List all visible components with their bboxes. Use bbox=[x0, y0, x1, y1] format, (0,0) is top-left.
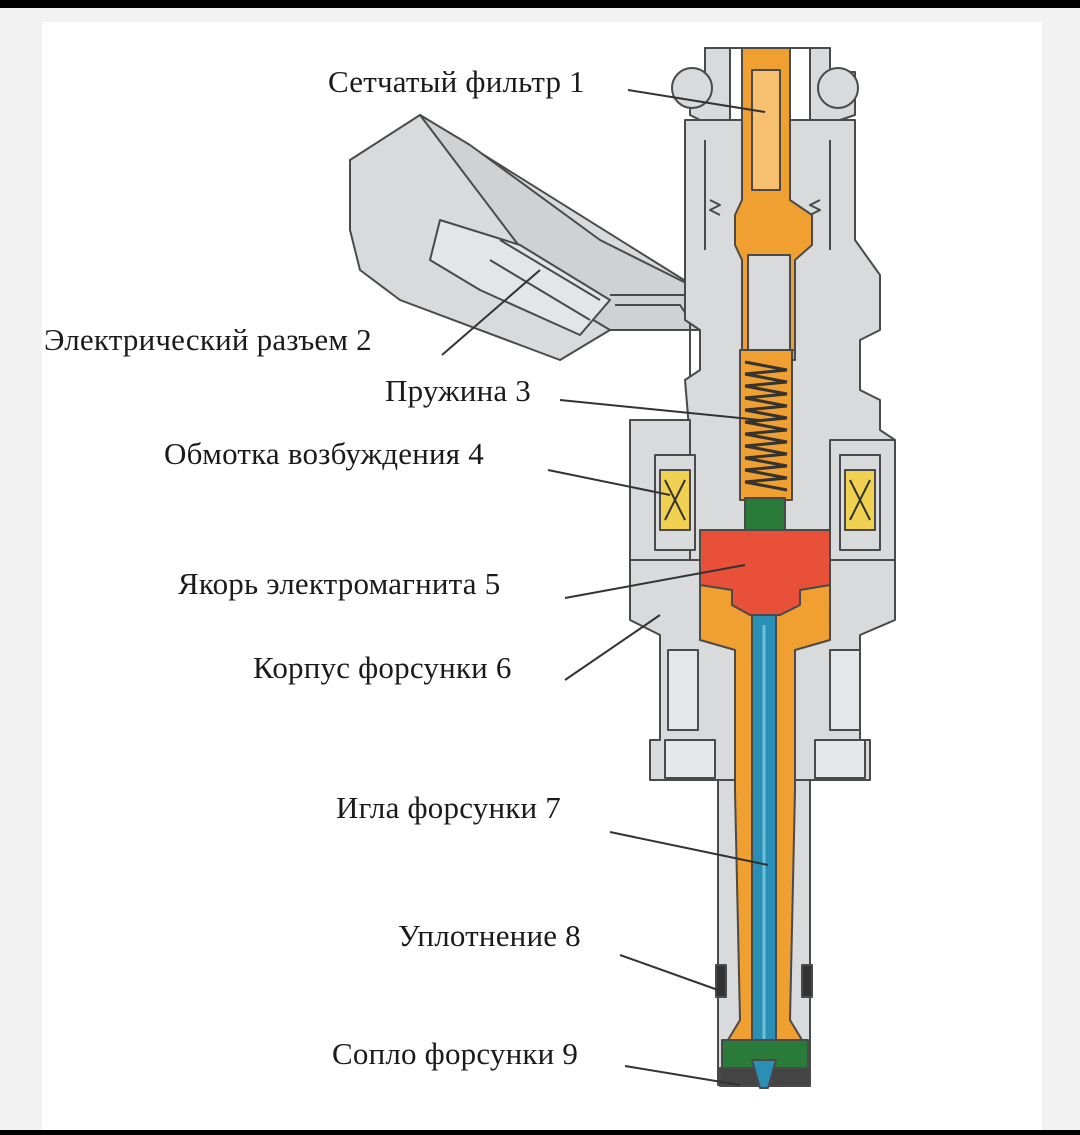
label-seal: Уплотнение 8 bbox=[398, 918, 581, 953]
excitation-coil bbox=[654, 454, 881, 551]
label-mesh-filter: Сетчатый фильтр 1 bbox=[328, 64, 585, 99]
armature bbox=[699, 497, 831, 616]
spring bbox=[739, 349, 793, 501]
leader-lines bbox=[441, 89, 769, 1086]
electrical-connector bbox=[349, 114, 701, 380]
needle bbox=[751, 614, 777, 1056]
label-needle: Игла форсунки 7 bbox=[336, 790, 561, 825]
label-injector-body: Корпус форсунки 6 bbox=[253, 650, 512, 685]
nozzle bbox=[719, 1039, 811, 1089]
label-nozzle: Сопло форсунки 9 bbox=[332, 1036, 579, 1071]
label-armature: Якорь электромагнита 5 bbox=[178, 566, 501, 601]
label-excitation-coil: Обмотка возбуждения 4 bbox=[164, 436, 484, 471]
label-electrical-connector: Электрический разъем 2 bbox=[44, 322, 372, 357]
seals bbox=[715, 964, 813, 998]
label-spring: Пружина 3 bbox=[385, 373, 531, 408]
